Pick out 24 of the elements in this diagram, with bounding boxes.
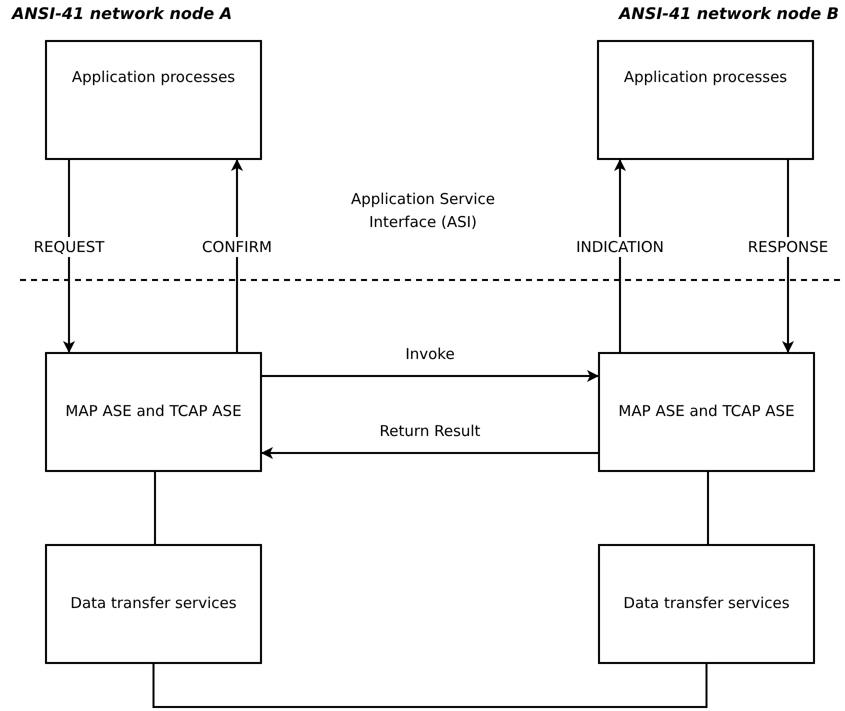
process-box <box>598 544 815 664</box>
connector-line <box>707 472 709 544</box>
connector-line <box>152 664 708 708</box>
process-box <box>597 40 814 160</box>
box-label: Data transfer services <box>70 594 237 614</box>
arrow <box>261 447 598 459</box>
arrow <box>614 159 626 352</box>
process-box <box>598 352 815 472</box>
arrow <box>63 160 75 353</box>
box-label: Application processes <box>72 68 236 88</box>
arrow <box>231 159 243 352</box>
arrow <box>262 370 599 382</box>
interface-label: Application Service Interface (ASI) <box>350 189 496 232</box>
arrow <box>782 160 794 353</box>
connector-line <box>154 472 156 544</box>
process-box <box>45 352 262 472</box>
box-label: Data transfer services <box>623 594 790 614</box>
box-label: MAP ASE and TCAP ASE <box>65 402 242 422</box>
column-heading: ANSI-41 network node B <box>619 4 839 23</box>
box-label: Application processes <box>624 68 788 88</box>
box-label: MAP ASE and TCAP ASE <box>618 402 795 422</box>
column-heading: ANSI-41 network node A <box>12 4 232 23</box>
process-box <box>45 40 262 160</box>
process-box <box>45 544 262 664</box>
